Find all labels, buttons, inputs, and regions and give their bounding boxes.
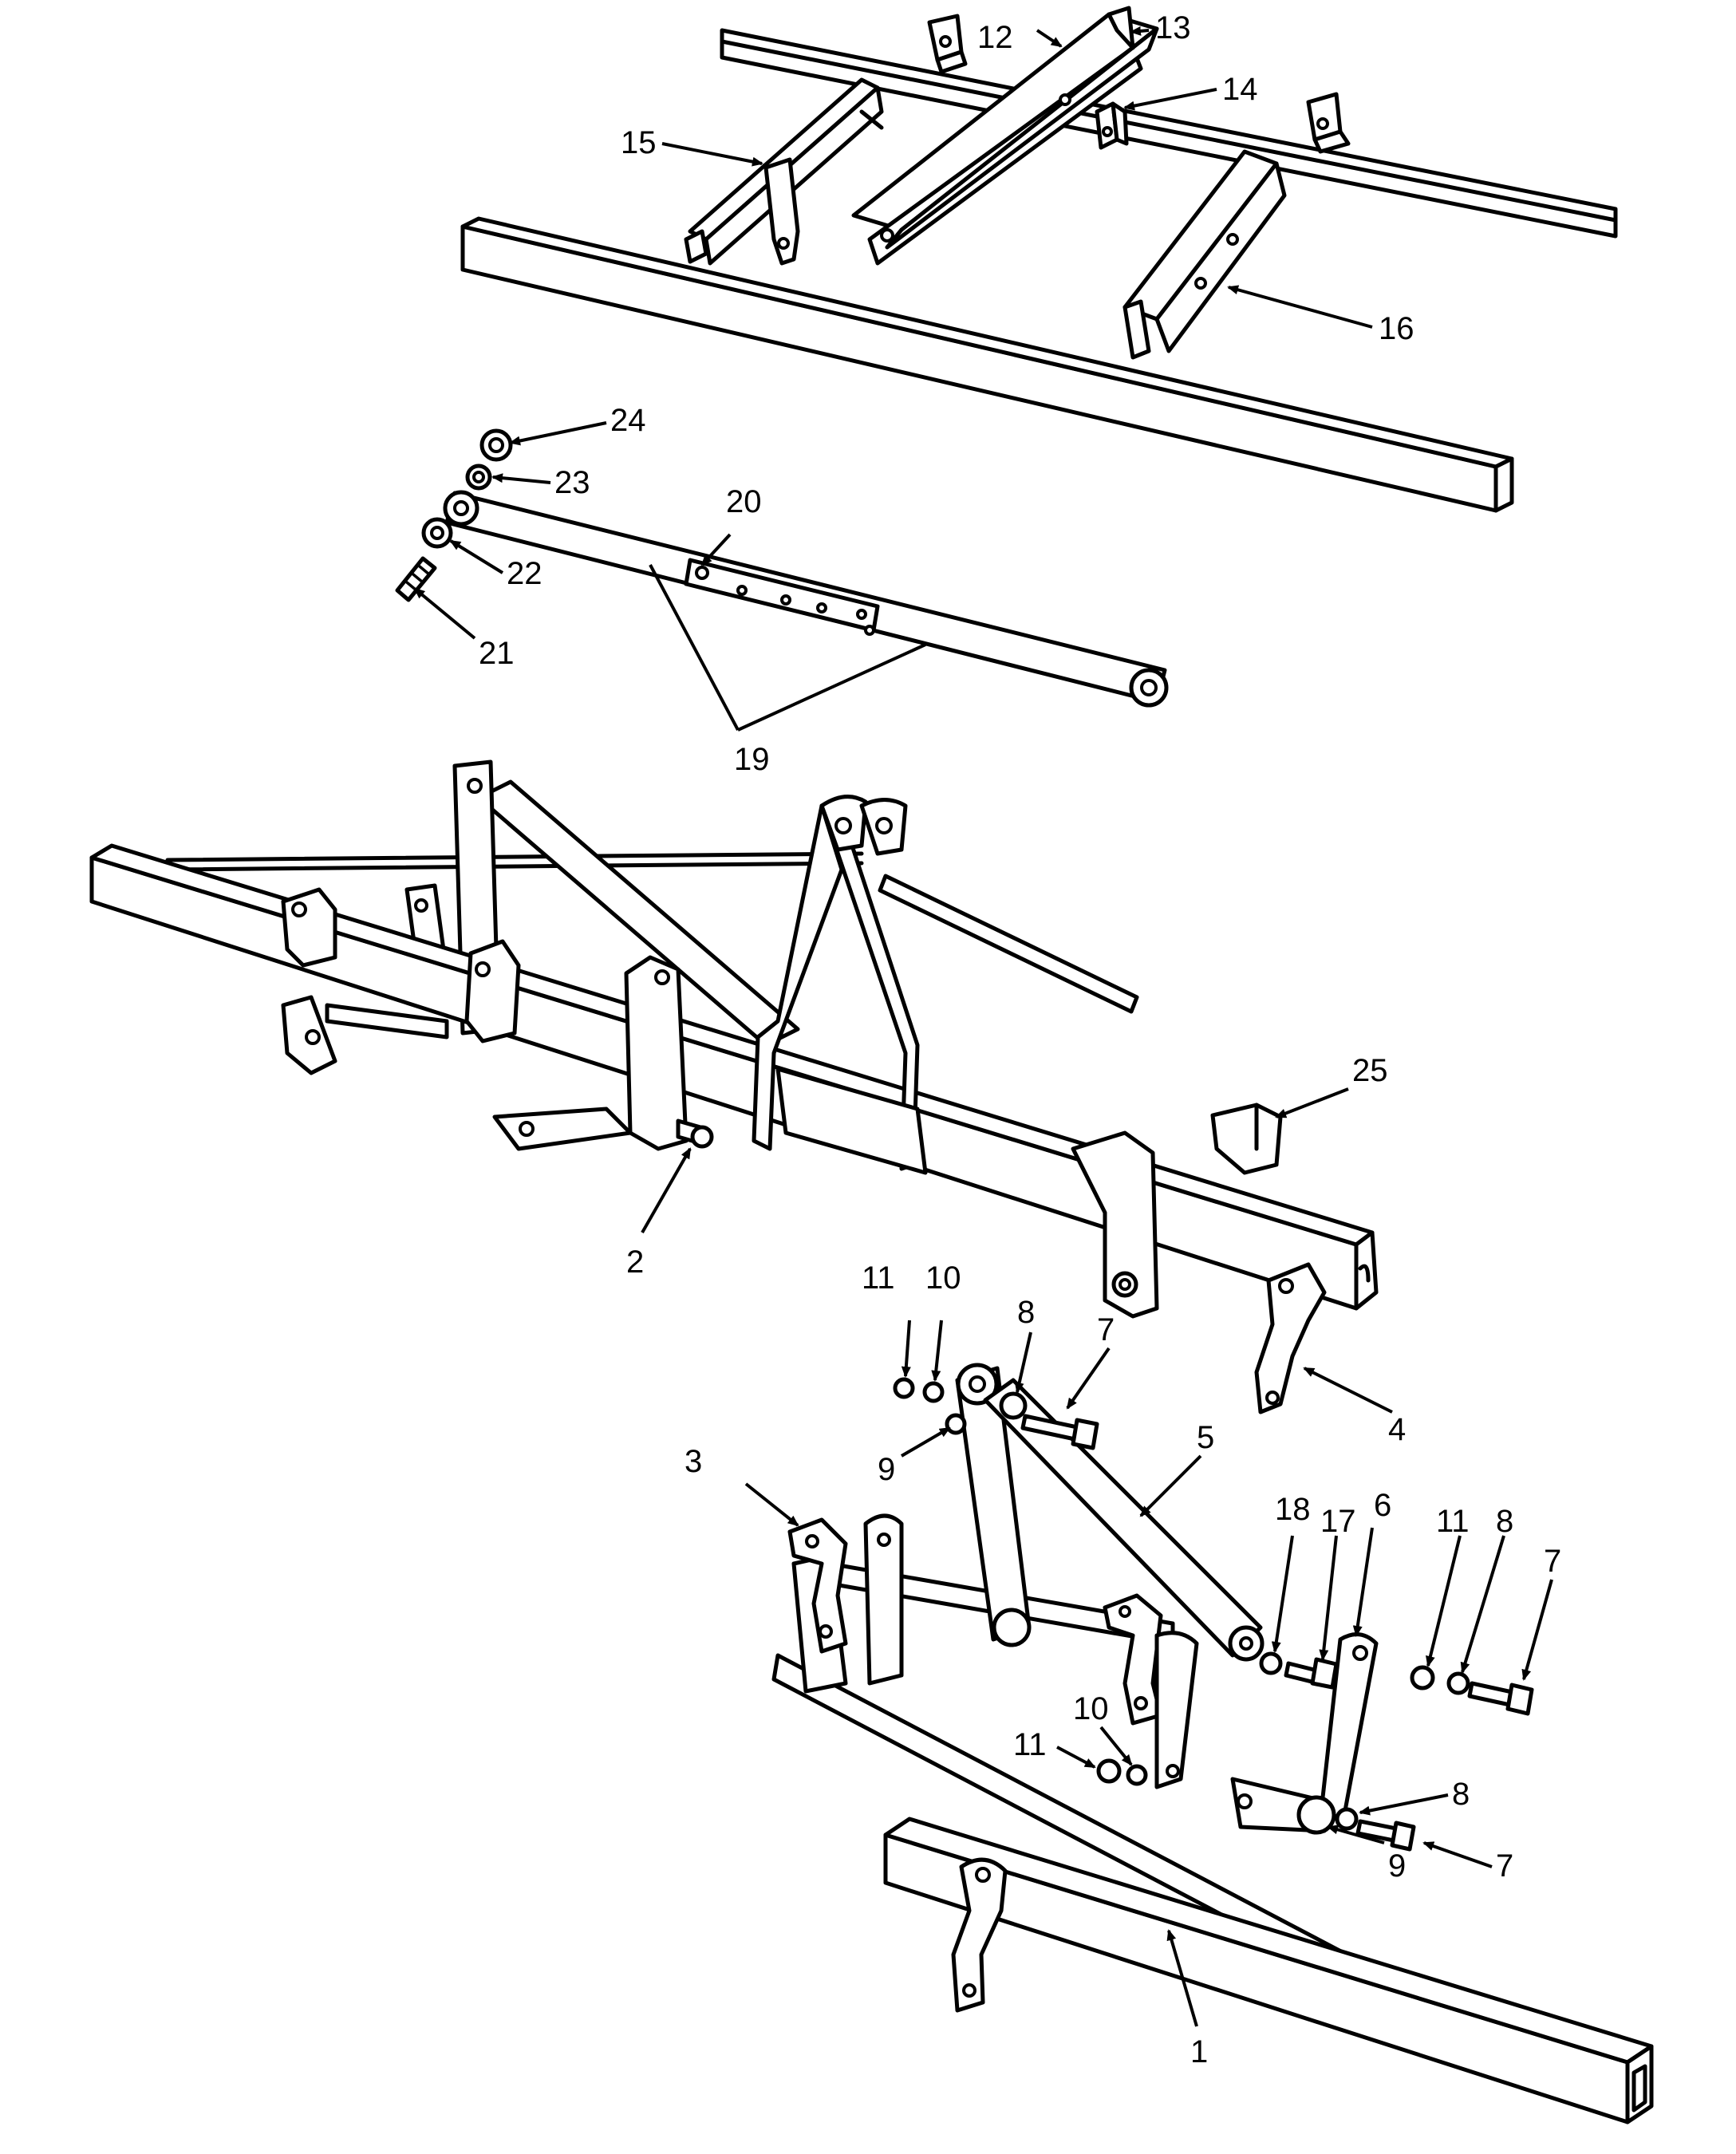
hardware <box>893 1377 1534 1852</box>
callout-25: 25 <box>1352 1053 1388 1088</box>
channel-bracket-part-15 <box>684 77 884 266</box>
callout-22: 22 <box>507 556 542 591</box>
bolt-17 <box>1284 1657 1339 1690</box>
rod-right <box>878 874 1139 1014</box>
bracket-part-14 <box>1095 101 1129 150</box>
callout-23: 23 <box>554 465 590 500</box>
callout-10a: 10 <box>925 1260 961 1296</box>
washer-part-22 <box>421 517 453 549</box>
callout-8c: 8 <box>1452 1777 1470 1812</box>
diagonal-brace <box>476 779 800 1047</box>
callout-9b: 9 <box>1388 1848 1406 1884</box>
lower-linkage-assembly <box>771 1363 1403 2009</box>
callout-24: 24 <box>610 403 646 438</box>
callout-7c: 7 <box>1496 1848 1513 1884</box>
right-beam-bracket <box>1071 1130 1159 1319</box>
callout-13: 13 <box>1155 10 1191 45</box>
washer-part-23 <box>465 464 492 491</box>
square-tube <box>460 216 1514 513</box>
channel-bracket-part-16 <box>1122 149 1287 360</box>
arm-part-5 <box>983 1378 1265 1662</box>
link-bar <box>955 1363 1032 1647</box>
top-frame-assembly <box>460 6 1618 513</box>
callout-7a: 7 <box>1097 1312 1115 1347</box>
bolt-part-21 <box>395 556 437 602</box>
callout-11b: 11 <box>1436 1504 1470 1539</box>
clamp-part-4 <box>1254 1262 1327 1414</box>
washer-10b <box>1126 1764 1148 1786</box>
callout-20: 20 <box>726 484 762 519</box>
leader-lines <box>413 26 1553 2027</box>
nut-part-24 <box>479 428 513 462</box>
nut-11b <box>1410 1665 1435 1690</box>
a-frame-mast <box>752 795 928 1175</box>
callout-14: 14 <box>1222 72 1258 107</box>
link-part-6 <box>1230 1632 1379 1835</box>
callout-3: 3 <box>685 1444 702 1479</box>
callout-21: 21 <box>479 636 515 671</box>
center-channel-part-13 <box>851 6 1159 266</box>
washer-10a <box>922 1381 945 1403</box>
callout-2: 2 <box>626 1245 644 1280</box>
callout-8b: 8 <box>1496 1504 1513 1539</box>
nut-11a <box>893 1377 915 1399</box>
callout-11c: 11 <box>1013 1727 1047 1762</box>
callout-10b: 10 <box>1073 1691 1109 1726</box>
callout-19: 19 <box>734 742 770 777</box>
block-part-25 <box>1210 1103 1283 1175</box>
nut-11c <box>1096 1758 1122 1784</box>
callout-6: 6 <box>1374 1488 1391 1523</box>
callout-7b: 7 <box>1544 1544 1561 1579</box>
bottom-beam-part-1 <box>883 1817 1654 2124</box>
left-clamp-assembly <box>281 887 633 1151</box>
washer-9a <box>945 1413 967 1435</box>
bolt-7c <box>1355 1819 1416 1852</box>
main-beam <box>89 843 1379 1311</box>
callout-12: 12 <box>977 20 1013 55</box>
callout-17: 17 <box>1320 1504 1356 1539</box>
washer-8b <box>1446 1671 1470 1695</box>
tie-rod-top <box>165 851 864 862</box>
main-frame-assembly <box>89 759 1379 1414</box>
bolt-7b <box>1467 1681 1534 1716</box>
callout-1: 1 <box>1190 2034 1208 2069</box>
callout-15: 15 <box>621 125 657 160</box>
callout-labels: 12 13 14 15 16 24 23 20 22 21 19 25 2 11… <box>479 10 1561 2069</box>
washer-8c <box>1335 1807 1359 1831</box>
adjustable-arm-assembly <box>395 428 1169 708</box>
bolt-7a <box>1020 1414 1099 1450</box>
bracket-part-12 <box>927 14 968 74</box>
nut-18 <box>1259 1651 1283 1675</box>
left-bracket-part-2 <box>624 955 714 1151</box>
callout-8a: 8 <box>1017 1295 1035 1330</box>
clamp-part-3 <box>787 1517 848 1654</box>
clip-right <box>1306 92 1351 154</box>
right-clamp <box>1103 1593 1199 1789</box>
callout-11a: 11 <box>862 1260 895 1296</box>
arm-bar-part-19 <box>443 490 1169 708</box>
callout-9a: 9 <box>878 1452 895 1487</box>
callout-5: 5 <box>1197 1420 1214 1455</box>
washer-8a <box>999 1391 1028 1420</box>
callout-16: 16 <box>1379 311 1414 346</box>
callout-4: 4 <box>1388 1412 1406 1447</box>
callout-18: 18 <box>1275 1492 1311 1527</box>
